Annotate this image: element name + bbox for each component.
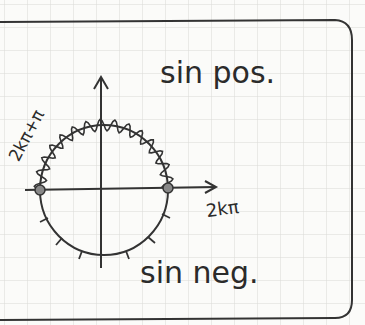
sign-note: sin neg. [140,258,259,288]
angle-label: 2kπ [205,198,240,220]
sign-note: sin pos. [160,58,275,88]
